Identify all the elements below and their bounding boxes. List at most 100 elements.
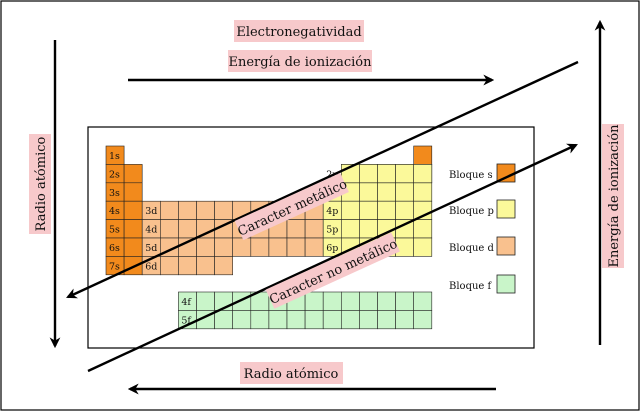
f-block-cell (268, 310, 288, 330)
legend-swatch (496, 236, 516, 256)
p-block-cell (359, 219, 378, 239)
s-block-cell (413, 145, 433, 165)
f-block-cell (250, 310, 270, 330)
f-block-cell (413, 310, 433, 330)
f-block-cell (322, 310, 342, 330)
p-block-cell (340, 200, 360, 220)
svg-text:Energía de ionización: Energía de ionización (607, 124, 622, 268)
d-block-cell (196, 237, 215, 257)
f-block-cell (377, 310, 396, 330)
p-block-cell (340, 219, 360, 239)
d-block-cell (160, 256, 179, 276)
p-block-cell (395, 164, 415, 184)
f-block-cell (322, 291, 342, 311)
d-row-label: 6d (145, 261, 157, 272)
legend-item: Bloque p (449, 199, 516, 219)
p-block-cell (377, 200, 396, 220)
s-row-label: 2s (109, 169, 120, 180)
f-block-cell (377, 291, 396, 311)
d-block-cell (214, 200, 234, 220)
d-row-label: 5d (145, 243, 157, 254)
d-block-cell (304, 219, 324, 239)
s-row-label: 5s (109, 225, 120, 236)
p-block-cell (413, 237, 433, 257)
svg-text:Energía de ionización: Energía de ionización (228, 55, 372, 70)
d-block-cell (178, 200, 197, 220)
p-block-cell (377, 164, 396, 184)
d-block-cell (160, 219, 179, 239)
d-block-cell (160, 200, 179, 220)
p-block-cell (395, 200, 415, 220)
svg-text:Radio atómico: Radio atómico (34, 136, 49, 231)
f-block-cell (304, 291, 324, 311)
d-block-cell (178, 219, 197, 239)
p-row-label: 4p (326, 206, 338, 217)
svg-text:Electronegatividad: Electronegatividad (236, 25, 361, 40)
f-block-cell (413, 291, 433, 311)
d-row-label: 3d (145, 206, 157, 217)
f-block-cell (395, 291, 415, 311)
s-block-cell (123, 200, 143, 220)
p-row-label: 6p (326, 243, 338, 254)
d-block-cell (178, 256, 197, 276)
p-row-label: 5p (326, 225, 338, 236)
legend-label: Bloque s (449, 170, 493, 181)
s-row-label: 3s (109, 188, 120, 199)
f-block-cell (359, 310, 378, 330)
legend-label: Bloque d (449, 243, 495, 254)
s-row-label: 1s (109, 151, 120, 162)
energia-top-label: Energía de ionización (228, 50, 372, 72)
f-block-cell (340, 291, 360, 311)
p-block-cell (395, 182, 415, 202)
f-block-cell (232, 310, 252, 330)
p-block-cell (377, 182, 396, 202)
d-block-cell (286, 219, 306, 239)
p-block-cell (359, 200, 378, 220)
p-block-cell (359, 182, 378, 202)
p-block-cell (413, 164, 433, 184)
d-block-cell (286, 237, 306, 257)
radio-left-label: Radio atómico (29, 134, 51, 234)
f-block-cell (196, 291, 215, 311)
d-block-cell (214, 237, 234, 257)
legend-swatch (496, 199, 516, 219)
legend-item: Bloque d (449, 236, 516, 256)
s-block-cell (123, 164, 143, 184)
s-block-cell (123, 256, 143, 276)
radio-bottom-label: Radio atómico (240, 362, 343, 384)
caracter-no-metalico-arrow (87, 143, 578, 373)
f-block-cell (214, 310, 234, 330)
d-block-cell (250, 237, 270, 257)
energia-right-label: Energía de ionización (602, 124, 624, 268)
s-row-label: 6s (109, 243, 120, 254)
electronegatividad-label: Electronegatividad (234, 20, 364, 42)
f-block-cell (232, 291, 252, 311)
svg-text:Radio atómico: Radio atómico (244, 367, 339, 382)
legend-item: Bloque f (449, 274, 516, 294)
d-row-label: 4d (145, 225, 157, 236)
f-block-cell (304, 310, 324, 330)
p-block-cell (359, 164, 378, 184)
f-block-cell (286, 310, 306, 330)
caracter-metalico-arrow (66, 60, 579, 299)
s-block-cell (123, 219, 143, 239)
d-block-cell (304, 237, 324, 257)
s-block-cell (123, 237, 143, 257)
legend-label: Bloque p (449, 206, 494, 217)
f-row-label: 4f (181, 297, 192, 308)
d-block-cell (214, 256, 234, 276)
f-block-cell (395, 310, 415, 330)
d-block-cell (196, 256, 215, 276)
d-block-cell (232, 237, 252, 257)
d-block-cell (196, 200, 215, 220)
f-block-cell (359, 291, 378, 311)
legend-swatch (496, 274, 516, 294)
f-block-cell (340, 310, 360, 330)
p-block-cell (413, 219, 433, 239)
d-block-cell (268, 237, 288, 257)
s-block-cell (123, 182, 143, 202)
p-block-cell (413, 182, 433, 202)
legend-label: Bloque f (449, 281, 493, 292)
s-row-label: 4s (109, 206, 120, 217)
